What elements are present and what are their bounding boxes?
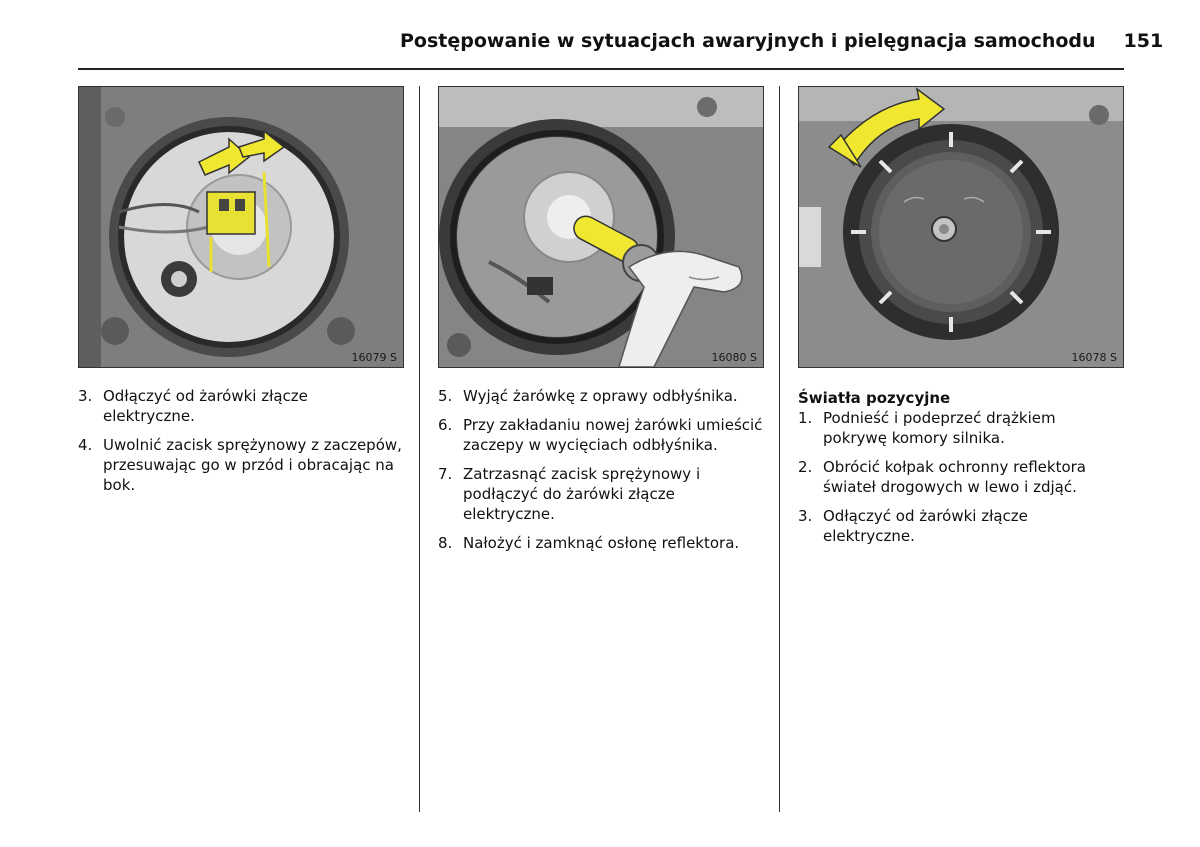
steps-list: 3. Odłączyć od żarówki złącze elektryczn… bbox=[78, 386, 404, 495]
step-number: 3. bbox=[798, 507, 813, 525]
section-title: Światła pozycyjne bbox=[798, 389, 951, 407]
step-number: 8. bbox=[438, 534, 453, 552]
step-text: Odłączyć od żarówki złącze elektryczne. bbox=[103, 387, 308, 425]
headlamp-bulb-connector-diagram-icon bbox=[79, 87, 403, 367]
column-3: 16078 S Światła pozycyjne 1. Podnieść i … bbox=[798, 86, 1124, 555]
column-1: 16079 S 3. Odłączyć od żarówki złącze el… bbox=[78, 86, 404, 504]
step-number: 5. bbox=[438, 387, 453, 405]
figure-protective-cap: 16078 S bbox=[798, 86, 1124, 368]
step-number: 3. bbox=[78, 387, 93, 405]
page-header: Postępowanie w sytuacjach awaryjnych i p… bbox=[400, 30, 1163, 52]
protective-cap-rotation-diagram-icon bbox=[799, 87, 1123, 367]
figure-bulb-removal: 16080 S bbox=[438, 86, 764, 368]
page-number: 151 bbox=[1123, 30, 1164, 52]
list-item: 3. Odłączyć od żarówki złącze elektryczn… bbox=[798, 506, 1124, 546]
list-item: 7. Zatrzasnąć zacisk sprężynowy i podłąc… bbox=[438, 464, 764, 524]
chapter-title: Postępowanie w sytuacjach awaryjnych i p… bbox=[400, 30, 1096, 52]
step-text: Odłączyć od żarówki złącze elektryczne. bbox=[823, 507, 1028, 545]
step-text: Uwolnić zacisk sprężynowy z zaczepów, pr… bbox=[103, 436, 402, 494]
list-item: 2. Obrócić kołpak ochronny reflektora św… bbox=[798, 457, 1124, 497]
step-number: 4. bbox=[78, 436, 93, 454]
list-item: 8. Nałożyć i zamknąć osłonę reflektora. bbox=[438, 533, 764, 553]
figure-code: 16080 S bbox=[711, 351, 757, 364]
step-number: 7. bbox=[438, 465, 453, 483]
list-item: 4. Uwolnić zacisk sprężynowy z zaczepów,… bbox=[78, 435, 404, 495]
figure-code: 16079 S bbox=[351, 351, 397, 364]
step-text: Podnieść i podeprzeć drążkiem pokrywę ko… bbox=[823, 409, 1056, 447]
column-divider bbox=[419, 86, 420, 812]
list-item: 1. Podnieść i podeprzeć drążkiem pokrywę… bbox=[798, 408, 1124, 448]
step-number: 1. bbox=[798, 409, 813, 427]
list-item: 5. Wyjąć żarówkę z oprawy odbłyśnika. bbox=[438, 386, 764, 406]
steps-list: 1. Podnieść i podeprzeć drążkiem pokrywę… bbox=[798, 408, 1124, 546]
list-item: 3. Odłączyć od żarówki złącze elektryczn… bbox=[78, 386, 404, 426]
step-number: 6. bbox=[438, 416, 453, 434]
bulb-removal-hand-diagram-icon bbox=[439, 87, 763, 367]
column-2: 16080 S 5. Wyjąć żarówkę z oprawy odbłyś… bbox=[438, 86, 764, 562]
figure-headlamp-connector: 16079 S bbox=[78, 86, 404, 368]
step-text: Zatrzasnąć zacisk sprężynowy i podłączyć… bbox=[463, 465, 701, 523]
figure-code: 16078 S bbox=[1071, 351, 1117, 364]
column-divider bbox=[779, 86, 780, 812]
steps-list: 5. Wyjąć żarówkę z oprawy odbłyśnika. 6.… bbox=[438, 386, 764, 553]
step-text: Obrócić kołpak ochronny reflektora świat… bbox=[823, 458, 1086, 496]
step-text: Wyjąć żarówkę z oprawy odbłyśnika. bbox=[463, 387, 738, 405]
step-number: 2. bbox=[798, 458, 813, 476]
step-text: Nałożyć i zamknąć osłonę reflektora. bbox=[463, 534, 740, 552]
header-rule bbox=[78, 68, 1124, 70]
list-item: 6. Przy zakładaniu nowej żarówki umieści… bbox=[438, 415, 764, 455]
step-text: Przy zakładaniu nowej żarówki umieścić z… bbox=[463, 416, 763, 454]
